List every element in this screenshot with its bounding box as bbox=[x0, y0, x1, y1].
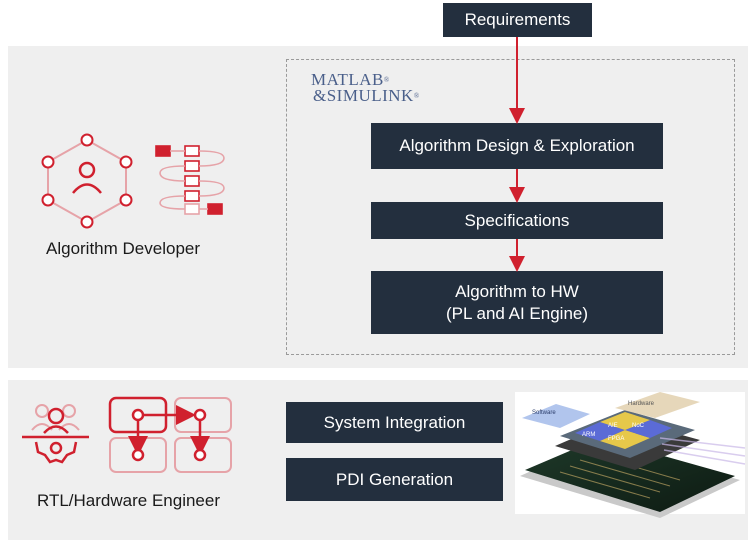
versal-chip-illustration: Hardware Software AIE NoC FPGA ARM bbox=[515, 392, 746, 518]
algorithm-developer-label: Algorithm Developer bbox=[46, 239, 201, 258]
chip-label-software: Software bbox=[532, 410, 556, 416]
circuit-blocks-icon bbox=[108, 396, 232, 473]
requirements-box: Requirements bbox=[443, 3, 592, 37]
rtl-engineer-label: RTL/Hardware Engineer bbox=[37, 491, 220, 510]
specifications-box: Specifications bbox=[371, 202, 663, 239]
chip-label-noc: NoC bbox=[632, 423, 645, 429]
matlab-workflow-frame bbox=[286, 59, 735, 355]
pdi-generation-box: PDI Generation bbox=[286, 458, 503, 501]
engineer-team-icon bbox=[22, 404, 89, 464]
developer-network-icon bbox=[41, 133, 133, 229]
matlab-simulink-logo: MATLAB® &SIMULINK® bbox=[311, 70, 420, 105]
algorithm-to-hw-box: Algorithm to HW (PL and AI Engine) bbox=[371, 271, 663, 334]
chip-label-hardware: Hardware bbox=[628, 401, 655, 407]
logo-line1: MATLAB bbox=[311, 70, 384, 89]
chip-label-fpga: FPGA bbox=[608, 436, 624, 442]
system-integration-box: System Integration bbox=[286, 402, 503, 443]
flowchart-icon bbox=[155, 145, 225, 215]
logo-line2: &SIMULINK bbox=[313, 86, 414, 105]
algorithm-design-box: Algorithm Design & Exploration bbox=[371, 123, 663, 169]
chip-label-arm: ARM bbox=[582, 432, 595, 438]
chip-label-aie: AIE bbox=[608, 423, 618, 429]
